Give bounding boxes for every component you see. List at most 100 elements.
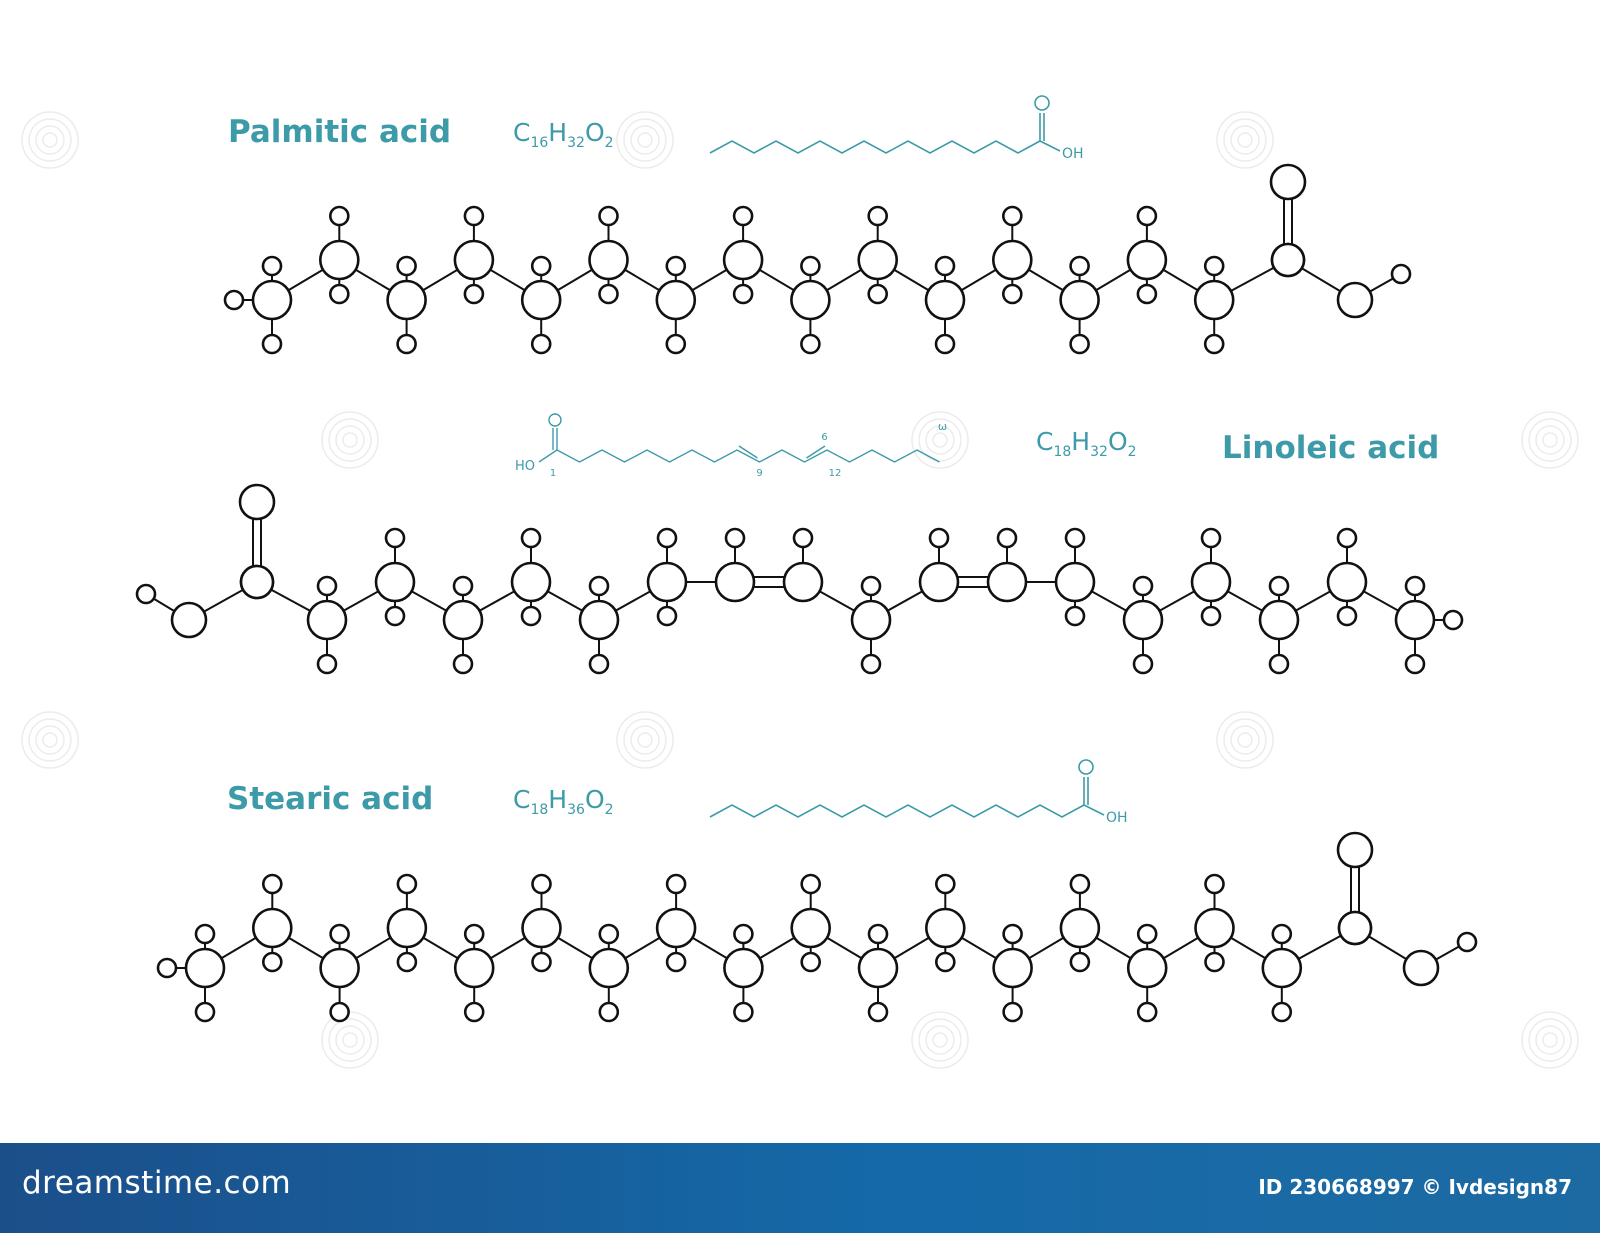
watermark-icon (28, 118, 72, 162)
hydroxyl-bond (1039, 140, 1061, 152)
hydrogen-atom (452, 653, 474, 675)
watermark-icon (932, 1032, 948, 1048)
carbon-atom (1126, 239, 1168, 281)
watermark-icon (1521, 1011, 1579, 1069)
watermark-icon (630, 725, 660, 755)
carboxyl-carbon-atom (1270, 242, 1306, 278)
carbon-atom (857, 239, 899, 281)
hydrogen-atom (1064, 605, 1086, 627)
hydrogen-atom (1132, 653, 1154, 675)
hydrogen-atom (1336, 527, 1358, 549)
hydrogen-atom (934, 255, 956, 277)
watermark-icon (342, 1032, 358, 1048)
watermark-icon (1216, 711, 1274, 769)
hydrogen-atom (1136, 283, 1158, 305)
hydrogen-atom (1136, 1001, 1158, 1023)
hydrogen-atom (1069, 255, 1090, 277)
stearic-acid-title: Stearic acid (227, 781, 434, 817)
carbon-number-1: 1 (550, 468, 556, 479)
watermark-icon (328, 418, 372, 462)
watermark-icon (1223, 118, 1267, 162)
watermark-icon (925, 1025, 955, 1055)
watermark-icon (1237, 132, 1253, 148)
hydroxyl-hydrogen-atom (135, 583, 157, 605)
watermark-icon (42, 732, 58, 748)
dreamstime-logo[interactable]: dreamstime.com (22, 1165, 292, 1201)
hydrogen-atom (261, 333, 283, 355)
hydroxyl-hydrogen-atom (1390, 263, 1412, 285)
hydrogen-atom (1136, 205, 1158, 227)
hydrogen-atom (800, 255, 821, 277)
hydrogen-atom (598, 923, 620, 945)
watermark-icon (623, 718, 667, 762)
hydrogen-atom (792, 527, 814, 549)
watermark-icon (1521, 411, 1579, 469)
carbon-atom (655, 907, 697, 949)
carbon-atom (1258, 599, 1300, 641)
watermark-icon (1528, 1018, 1572, 1062)
hydrogen-atom (1002, 923, 1023, 945)
watermark-icon (35, 125, 65, 155)
hydrogen-atom (1069, 873, 1091, 895)
carbon-atom (1054, 561, 1096, 603)
hydrogen-atom (223, 289, 245, 311)
hydrogen-atom (656, 527, 678, 549)
hydrogen-atom (928, 527, 950, 549)
carbon-atom (374, 561, 416, 603)
carbon-atom (306, 599, 348, 641)
oxygen-label (1034, 95, 1050, 111)
hydrogen-atom (588, 653, 610, 675)
image-credit: ID 230668997 © Ivdesign87 (1258, 1175, 1572, 1199)
hydrogen-atom (800, 333, 821, 355)
carboxyl-carbon-atom (1337, 910, 1373, 946)
hydrogen-atom (520, 605, 542, 627)
footer-bar: dreamstime.com ID 230668997 © Ivdesign87 (0, 1143, 1600, 1233)
hydroxyl-bond (538, 449, 558, 463)
hydroxyl-label: OH (1062, 146, 1084, 162)
carbon-atom (588, 947, 630, 989)
watermark-icon (1223, 718, 1267, 762)
carbon-atom (251, 907, 293, 949)
hydrogen-atom (156, 957, 178, 979)
double-bond-mark (806, 445, 826, 459)
hydrogen-atom (665, 951, 687, 973)
watermark-icon (1535, 1025, 1565, 1055)
hydrogen-atom (463, 923, 485, 945)
hydroxyl-hydrogen-atom (1456, 931, 1478, 953)
hydrogen-atom (261, 873, 283, 895)
hydrogen-atom (800, 873, 822, 895)
carbon-atom (655, 279, 697, 321)
carbon-atom (918, 561, 960, 603)
hydrogen-atom (1204, 951, 1225, 973)
hydrogen-atom (1442, 609, 1464, 631)
carbon-atom (510, 561, 552, 603)
linoleic-acid-title: Linoleic acid (1222, 430, 1440, 466)
hydrogen-atom (1203, 255, 1225, 277)
watermark-icon (328, 1018, 372, 1062)
hydrogen-atom (384, 527, 406, 549)
carbon-atom (850, 599, 892, 641)
watermark-icon (918, 418, 962, 462)
carbon-atom (251, 279, 293, 321)
hydrogen-atom (261, 951, 283, 973)
carbon-atom (453, 947, 495, 989)
hydrogen-atom (598, 1001, 620, 1023)
hydrogen-atom (396, 333, 417, 355)
watermark-icon (321, 411, 379, 469)
hydrogen-atom (329, 1001, 350, 1023)
hydrogen-atom (996, 527, 1018, 549)
palmitic-skeleton (709, 140, 1041, 154)
hydrogen-atom (1271, 923, 1293, 945)
carbon-atom (714, 561, 756, 603)
carbon-atom (386, 907, 428, 949)
hydrogen-atom (1069, 333, 1090, 355)
double-bond-mark (738, 445, 758, 459)
hydrogen-atom (867, 283, 889, 305)
hydrogen-atom (1069, 951, 1091, 973)
carbon-atom (453, 239, 495, 281)
watermark-icon (342, 432, 358, 448)
hydrogen-atom (1336, 605, 1358, 627)
watermark-icon (335, 425, 365, 455)
hydrogen-atom (598, 205, 619, 227)
carbon-atom (1126, 947, 1168, 989)
